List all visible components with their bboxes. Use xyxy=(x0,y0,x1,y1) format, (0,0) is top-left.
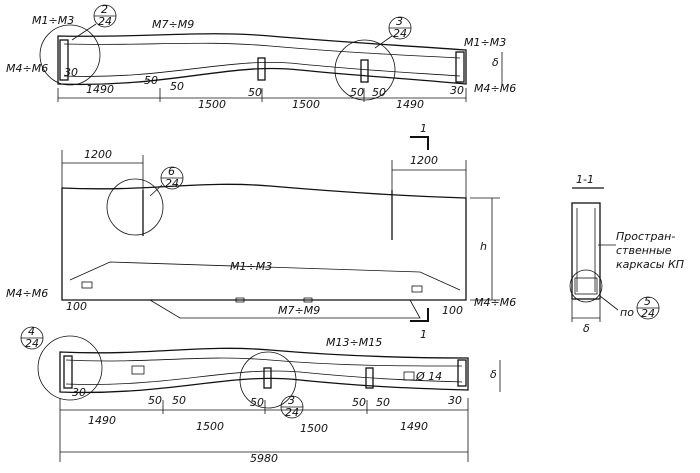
top-dim-50-b: 50 xyxy=(170,80,184,93)
section-note-2: ственные xyxy=(616,244,672,257)
top-label-m1-m3-right: М1÷М3 xyxy=(464,36,506,49)
bottom-dim-50-c: 50 xyxy=(250,396,264,409)
mid-dim-100-right: 100 xyxy=(442,304,463,317)
mid-dim-100-left: 100 xyxy=(66,300,87,313)
section-1-1: 1-1 δ Простран- ственные каркасы КП по 5… xyxy=(569,173,684,335)
section-width-mark: δ xyxy=(583,322,590,335)
callout-a-num: 2 xyxy=(101,3,108,16)
bottom-dim-1500-b: 1500 xyxy=(300,422,328,435)
section-callout-sheet: 24 xyxy=(641,307,655,320)
top-dim-30-left: 30 xyxy=(64,66,78,79)
bottom-dim-30-right: 30 xyxy=(448,394,462,407)
top-dim-1490-left: 1490 xyxy=(86,83,114,96)
top-dim-1500-a: 1500 xyxy=(198,98,226,111)
top-height-mark: δ xyxy=(492,56,499,69)
callout-d-num: 4 xyxy=(28,325,35,338)
top-label-m1-m3-left: М1÷М3 xyxy=(32,14,74,27)
bottom-height-mark: δ xyxy=(490,368,497,381)
callout-b-num: 3 xyxy=(396,15,403,28)
section-callout-num: 5 xyxy=(644,295,651,308)
section-cut-top: 1 xyxy=(420,122,427,135)
top-view: 30 1490 50 50 1500 50 1500 50 50 1490 30… xyxy=(6,3,516,111)
bottom-dim-50-e: 50 xyxy=(376,396,390,409)
mid-label-m4-m6-right: М4÷М6 xyxy=(474,296,516,309)
section-title: 1-1 xyxy=(576,173,594,186)
bottom-dim-30-left: 30 xyxy=(72,386,86,399)
callout-e-num: 3 xyxy=(288,394,295,407)
top-dim-50-c: 50 xyxy=(248,86,262,99)
mid-label-m7-m9: М7÷М9 xyxy=(278,304,320,317)
bottom-dim-50-d: 50 xyxy=(352,396,366,409)
mid-dim-1200-left: 1200 xyxy=(84,148,112,161)
section-note-3: каркасы КП xyxy=(616,258,684,271)
top-dim-1500-b: 1500 xyxy=(292,98,320,111)
bottom-dim-1500-a: 1500 xyxy=(196,420,224,433)
top-dim-50-e: 50 xyxy=(372,86,386,99)
bottom-dim-1490-right: 1490 xyxy=(400,420,428,433)
section-note-1: Простран- xyxy=(616,230,675,243)
callout-c-num: 6 xyxy=(168,165,175,178)
mid-label-m4-m6-left: М4÷М6 xyxy=(6,287,48,300)
bottom-dim-50-b: 50 xyxy=(172,394,186,407)
bottom-total: 5980 xyxy=(250,452,278,465)
section-cut-bottom: 1 xyxy=(420,328,427,341)
bottom-small-note: Ø 14 xyxy=(415,370,442,383)
bottom-plan-view: 30 1490 50 50 1500 50 1500 50 50 1490 30… xyxy=(20,325,501,465)
mid-height-mark: h xyxy=(480,240,487,253)
top-label-m7-m9: М7÷М9 xyxy=(152,18,194,31)
section-ref-prefix: по xyxy=(620,306,634,319)
mid-dim-1200-right: 1200 xyxy=(410,154,438,167)
callout-c-sheet: 24 xyxy=(165,177,179,190)
callout-a-sheet: 24 xyxy=(98,15,112,28)
callout-e-sheet: 24 xyxy=(285,406,299,419)
top-dim-50-a: 50 xyxy=(144,74,158,87)
bottom-dim-1490-left: 1490 xyxy=(88,414,116,427)
bottom-dim-50-a: 50 xyxy=(148,394,162,407)
mid-label-m1-m3: М1÷М3 xyxy=(230,260,272,273)
top-label-m4-m6-right: М4÷М6 xyxy=(474,82,516,95)
callout-b-sheet: 24 xyxy=(393,27,407,40)
callout-d-sheet: 24 xyxy=(25,337,39,350)
top-label-m4-m6-left: М4÷М6 xyxy=(6,62,48,75)
top-dim-50-d: 50 xyxy=(350,86,364,99)
top-dim-1490-right: 1490 xyxy=(396,98,424,111)
bottom-label-m13-m15: М13÷М15 xyxy=(326,336,382,349)
top-dim-30-right: 30 xyxy=(450,84,464,97)
elevation-view: 1200 1200 1 1 h М1÷М3 М7÷М9 М4÷М6 М4÷М6 … xyxy=(6,122,516,341)
